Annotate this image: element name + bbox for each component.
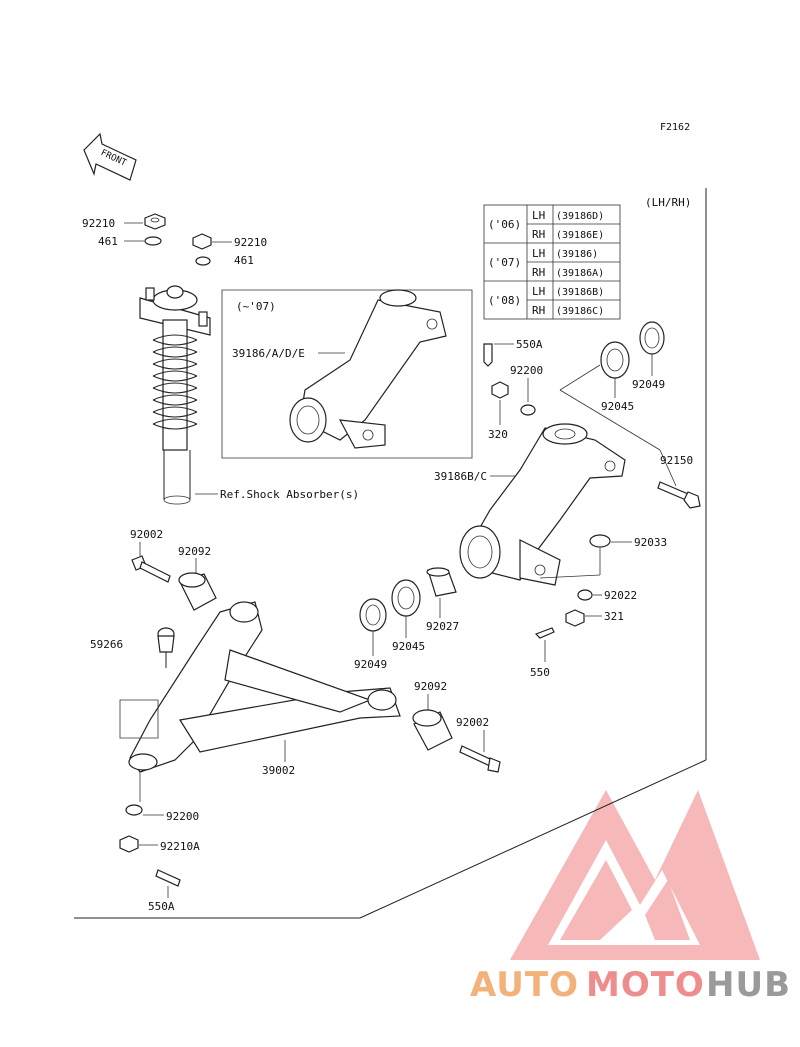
callout-92027: 92027 bbox=[426, 620, 459, 633]
front-arrow-icon: FRONT bbox=[83, 132, 137, 181]
table-part: (39186C) bbox=[556, 306, 604, 317]
callout-92150: 92150 bbox=[660, 454, 693, 467]
inset-year-label: (~'07) bbox=[236, 300, 276, 313]
callout-461: 461 bbox=[234, 254, 254, 267]
watermark-text: AUTO MOTO HUB bbox=[470, 965, 791, 1005]
table-year-07: ('07) bbox=[488, 256, 521, 269]
callout-461: 461 bbox=[98, 235, 118, 248]
callout-92200: 92200 bbox=[510, 364, 543, 377]
callout-321: 321 bbox=[604, 610, 624, 623]
bolt-92150 bbox=[657, 481, 701, 509]
table-part: (39186D) bbox=[556, 211, 604, 222]
callout-92045: 92045 bbox=[601, 400, 634, 413]
table-side: RH bbox=[532, 228, 545, 241]
washer-92200-top bbox=[520, 404, 536, 416]
cotter-pin-550 bbox=[534, 627, 555, 639]
bolt-92002-top bbox=[131, 555, 171, 583]
table-part: (39186B) bbox=[556, 287, 604, 298]
callout-92002: 92002 bbox=[130, 528, 163, 541]
callout-550A: 550A bbox=[148, 900, 175, 913]
shock-absorber bbox=[139, 285, 211, 505]
bushing-92092-bottom bbox=[412, 709, 453, 751]
table-part: (39186) bbox=[556, 249, 598, 260]
shock-ref-label: Ref.Shock Absorber(s) bbox=[220, 488, 359, 501]
table-year-08: ('08) bbox=[488, 294, 521, 307]
watermark-logo-icon bbox=[510, 790, 760, 960]
callout-92200: 92200 bbox=[166, 810, 199, 823]
table-side: RH bbox=[532, 304, 545, 317]
watermark-part2: MOTO bbox=[586, 965, 705, 1005]
seal-92049-bottom bbox=[359, 598, 387, 632]
variant-label: (LH/RH) bbox=[645, 196, 691, 209]
nut-320 bbox=[491, 381, 509, 399]
year-variant-table: ('06) ('07) ('08) LH RH LH RH LH RH (391… bbox=[483, 204, 621, 320]
seal-92049-top bbox=[639, 321, 665, 355]
callout-92002: 92002 bbox=[456, 716, 489, 729]
callout-550: 550 bbox=[530, 666, 550, 679]
table-side: LH bbox=[532, 247, 545, 260]
nut-92210A bbox=[119, 835, 139, 853]
bushing-92092-top bbox=[178, 572, 217, 611]
table-side: LH bbox=[532, 285, 545, 298]
callout-92049: 92049 bbox=[354, 658, 387, 671]
diagram-frame bbox=[74, 188, 707, 919]
watermark-part1: AUTO bbox=[470, 965, 579, 1005]
table-year-06: ('06) bbox=[488, 218, 521, 231]
callout-92210: 92210 bbox=[82, 217, 115, 230]
cotter-pin-550A-top bbox=[483, 343, 493, 367]
washer-461-left bbox=[144, 236, 162, 246]
circlip-92033 bbox=[589, 534, 611, 548]
cotter-pin-550A-bottom bbox=[155, 869, 181, 887]
washer-92200-bottom bbox=[125, 804, 143, 816]
nut-92210-left bbox=[144, 213, 166, 230]
inset-box: (~'07) 39186/A/D/E bbox=[221, 289, 473, 459]
table-part: (39186E) bbox=[556, 230, 604, 241]
table-side: RH bbox=[532, 266, 545, 279]
callout-39002: 39002 bbox=[262, 764, 295, 777]
callout-550A: 550A bbox=[516, 338, 543, 351]
callout-92045: 92045 bbox=[392, 640, 425, 653]
table-side: LH bbox=[532, 209, 545, 222]
washer-92022 bbox=[577, 589, 593, 601]
callout-92092: 92092 bbox=[414, 680, 447, 693]
bearing-92045-top bbox=[600, 341, 630, 379]
spacer-92027 bbox=[426, 567, 457, 597]
steering-knuckle-old bbox=[289, 289, 447, 449]
watermark-part3: HUB bbox=[706, 965, 791, 1005]
bolt-92002-bottom bbox=[459, 745, 501, 773]
callout-92049: 92049 bbox=[632, 378, 665, 391]
callout-92210A: 92210A bbox=[160, 840, 200, 853]
table-part: (39186A) bbox=[556, 268, 604, 279]
bearing-92045-bottom bbox=[391, 579, 421, 617]
a-arm-39002 bbox=[119, 601, 401, 773]
callout-92210: 92210 bbox=[234, 236, 267, 249]
steering-knuckle-39186BC bbox=[459, 423, 626, 586]
callout-92092: 92092 bbox=[178, 545, 211, 558]
callout-92022: 92022 bbox=[604, 589, 637, 602]
nut-92210-right bbox=[192, 233, 212, 250]
callout-92033: 92033 bbox=[634, 536, 667, 549]
figure-code: F2162 bbox=[660, 122, 690, 133]
ball-joint-59266 bbox=[157, 627, 175, 668]
nut-321 bbox=[565, 609, 585, 627]
washer-461-right bbox=[195, 256, 211, 266]
inset-part-ref: 39186/A/D/E bbox=[232, 347, 305, 360]
callout-320: 320 bbox=[488, 428, 508, 441]
callout-39186BC: 39186B/C bbox=[434, 470, 487, 483]
callout-59266: 59266 bbox=[90, 638, 123, 651]
